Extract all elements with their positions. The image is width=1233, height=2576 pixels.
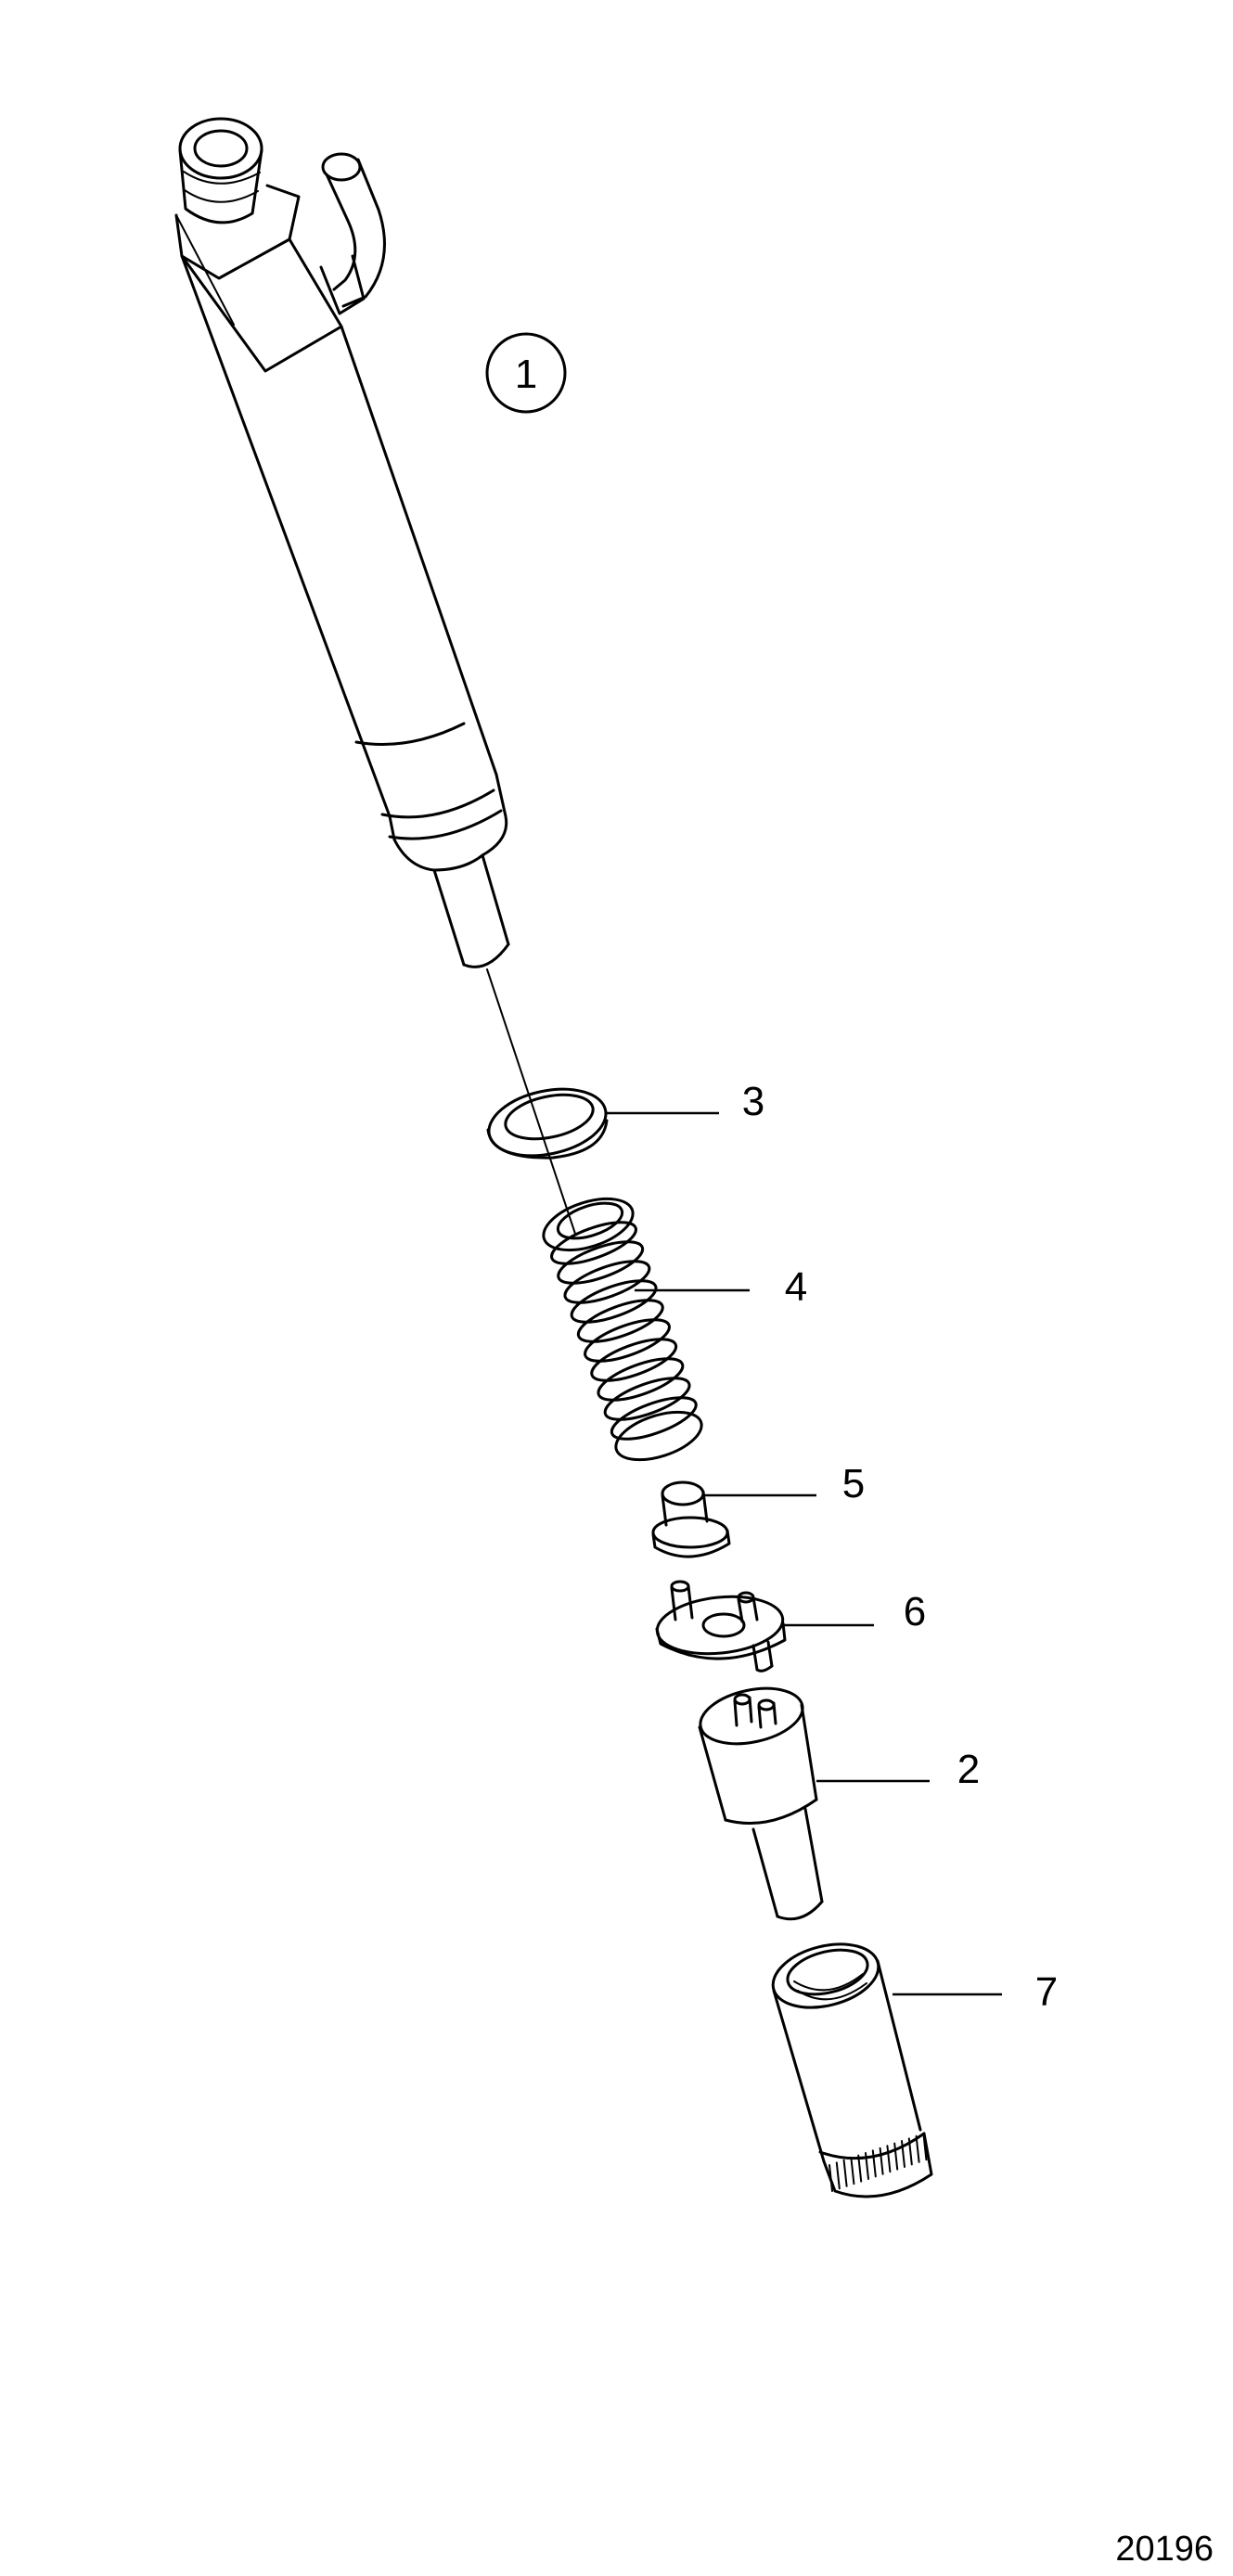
spring-coil xyxy=(563,1260,651,1304)
callout-label-7: 7 xyxy=(1035,1969,1058,2015)
part-spring xyxy=(542,1197,703,1462)
spring-coil xyxy=(610,1396,698,1441)
nut-knurl-line xyxy=(879,2147,884,2175)
nut-knurl-line xyxy=(857,2154,863,2183)
nut-knurl-line xyxy=(922,2133,928,2161)
nut-knurl-line xyxy=(893,2142,899,2171)
callout-label-5: 5 xyxy=(842,1461,865,1506)
callout-label-1: 1 xyxy=(515,352,537,397)
callout-label-4: 4 xyxy=(785,1264,807,1310)
figure-number: 20196 xyxy=(1115,2530,1214,2569)
nut-knurl-line xyxy=(907,2137,913,2166)
part-nozzle-nut xyxy=(771,1942,933,2198)
callout-label-6: 6 xyxy=(904,1589,926,1634)
part-nozzle xyxy=(698,1686,824,1921)
spring-coil xyxy=(550,1221,637,1265)
part-intermediate-plate xyxy=(655,1580,787,1672)
callout-label-2: 2 xyxy=(957,1747,980,1792)
spring-coil xyxy=(597,1357,685,1402)
nut-knurl-line xyxy=(915,2134,920,2163)
spring-coil xyxy=(576,1299,664,1343)
part-injector-holder xyxy=(174,117,510,968)
spring-coil xyxy=(584,1318,671,1363)
spring-coil xyxy=(557,1240,645,1285)
spring-coil xyxy=(570,1279,658,1324)
part-washer xyxy=(486,1087,609,1160)
nut-knurl-line xyxy=(842,2159,848,2187)
nut-knurl-line xyxy=(871,2149,877,2178)
nut-knurl-line xyxy=(901,2140,905,2168)
spring-coil xyxy=(590,1338,678,1382)
nut-knurl-line xyxy=(865,2152,869,2180)
nut-knurl-line xyxy=(886,2145,892,2173)
nut-knurl-line xyxy=(835,2161,841,2190)
callout-circle-1 xyxy=(485,332,567,414)
nut-knurl-line xyxy=(850,2157,855,2185)
nut-knurl-line xyxy=(828,2164,833,2192)
spring-coil xyxy=(603,1377,691,1421)
callout-label-3: 3 xyxy=(742,1079,764,1124)
part-spring-seat xyxy=(651,1480,731,1558)
